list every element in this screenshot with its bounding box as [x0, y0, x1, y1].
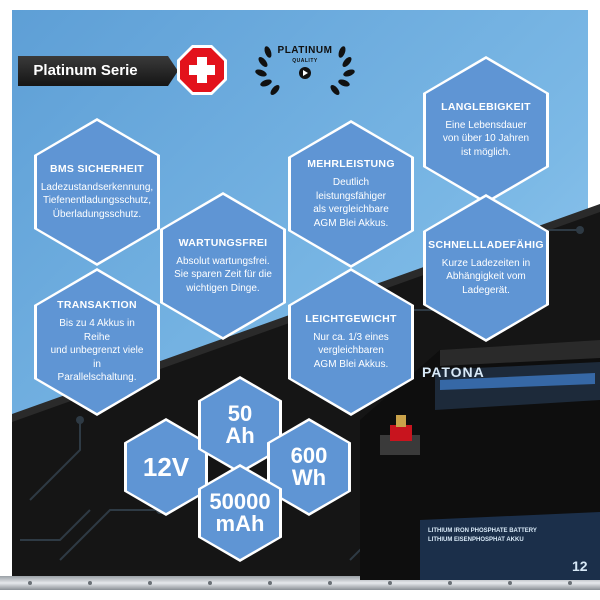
laurel-icon — [255, 46, 355, 95]
spec-voltage: 12V — [142, 452, 190, 482]
hex-fill — [426, 59, 546, 201]
spec-hex-capacity-mah: 50000 mAh — [198, 464, 282, 562]
feature-hex-langlebigkeit: LANGLEBIGKEIT Eine Lebensdauer von über 1… — [423, 56, 549, 204]
hex-fill — [37, 121, 157, 263]
battery-label-line2: LITHIUM EISENPHOSPHAT AKKU — [428, 537, 524, 543]
badge-title: PLATINUM — [277, 45, 333, 56]
hex-fill — [163, 195, 283, 337]
feature-text: Bis zu 4 Akkus in Reihe und unbegrenzt v… — [50, 318, 144, 384]
hex-fill — [201, 379, 279, 471]
spec-hex-energy: 600 Wh — [267, 418, 351, 516]
spec-hex-capacity: 50 Ah — [198, 376, 282, 474]
hex-fill — [201, 467, 279, 559]
spec-capacity-mah: 50000 mAh — [209, 489, 271, 536]
feature-text: Eine Lebensdauer von über 10 Jahren ist … — [442, 119, 530, 158]
hex-fill — [127, 421, 205, 513]
feature-text: Nur ca. 1/3 eines vergleichbaren AGM Ble… — [313, 331, 389, 370]
feature-hex-wartungsfrei: WARTUNGSFREI Absolut wartungsfrei. Sie sp… — [160, 192, 286, 340]
feature-hex-transaktion: TRANSAKTION Bis zu 4 Akkus in Reihe und u… — [34, 268, 160, 416]
feature-text: Kurze Ladezeiten in Abhängigkeit vom Lad… — [441, 257, 531, 296]
series-banner — [18, 56, 178, 86]
feature-title: MEHRLEISTUNG — [307, 158, 395, 170]
feature-text: Absolut wartungsfrei. Sie sparen Zeit fü… — [174, 255, 272, 294]
hex-fill — [291, 271, 411, 413]
feature-hex-schnellladefaehig: SCHNELLLADEFÄHIG Kurze Ladezeiten in Abhä… — [423, 194, 549, 342]
feature-title: SCHNELLLADEFÄHIG — [428, 238, 544, 251]
spec-energy: 600 Wh — [290, 443, 328, 490]
swiss-cross-icon — [177, 45, 227, 95]
hex-fill — [270, 421, 348, 513]
feature-hex-bms: BMS SICHERHEIT Ladezustandserkennung, Tie… — [34, 118, 160, 266]
hex-fill — [426, 197, 546, 339]
battery-image — [360, 340, 600, 580]
feature-title: TRANSAKTION — [57, 299, 137, 312]
badge-subtitle: QUALITY — [292, 58, 318, 64]
feature-hex-leichtgewicht: LEICHTGEWICHT Nur ca. 1/3 eines vergleich… — [288, 268, 414, 416]
hex-fill — [37, 271, 157, 413]
battery-model-fragment: 12 — [572, 558, 588, 574]
hex-fill — [291, 123, 411, 265]
feature-hex-mehrleistung: MEHRLEISTUNG Deutlich leistungsfähiger al… — [288, 120, 414, 268]
spec-capacity: 50 Ah — [225, 401, 255, 448]
feature-title: BMS SICHERHEIT — [49, 162, 145, 175]
battery-brand: PATONA — [422, 364, 485, 380]
feature-text: Deutlich leistungsfähiger als vergleichb… — [313, 177, 389, 229]
series-label: Platinum Serie — [33, 62, 138, 79]
feature-text: Ladezustandserkennung, Tiefenentladungss… — [40, 181, 154, 220]
battery-label-line1: LITHIUM IRON PHOSPHATE BATTERY — [428, 528, 537, 534]
spec-hex-voltage: 12V — [124, 418, 208, 516]
feature-title: LEICHTGEWICHT — [305, 312, 397, 325]
feature-title: WARTUNGSFREI — [178, 236, 268, 249]
feature-title: LANGLEBIGKEIT — [441, 100, 531, 113]
